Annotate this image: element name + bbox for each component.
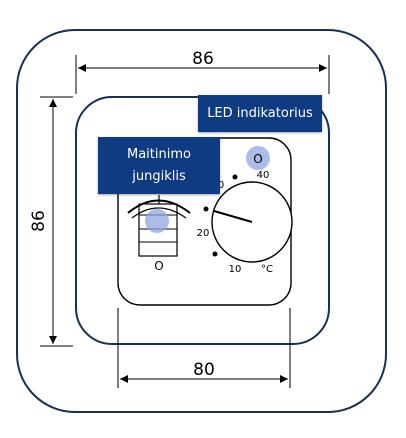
left-dimension: 86 — [29, 96, 73, 347]
temperature-knob[interactable] — [211, 181, 293, 263]
knob-pointer — [213, 210, 253, 223]
scale-label-top-left: 0 — [218, 180, 224, 191]
switch-off-mark: O — [154, 259, 163, 273]
scale-label-left: 20 — [197, 228, 210, 239]
outer-frame — [16, 29, 387, 413]
scale-dot — [232, 174, 238, 180]
led-indicator-label: LED indikatorius — [198, 95, 322, 132]
switch-highlight — [145, 209, 169, 233]
led-indicator: O — [246, 146, 270, 170]
led-mark: O — [253, 152, 262, 166]
top-dimension: 86 — [75, 49, 330, 94]
dial-scale: 0 40 20 10 °C — [197, 170, 273, 275]
dimension-left-text: 86 — [29, 210, 49, 232]
bottom-dimension: 80 — [117, 308, 291, 388]
switch-on-mark: I — [157, 193, 161, 207]
dimension-top-text: 86 — [192, 49, 214, 69]
scale-dot — [203, 206, 209, 212]
scale-label-top-right: 40 — [257, 170, 270, 181]
scale-unit: °C — [261, 264, 273, 275]
power-switch[interactable]: I O — [127, 193, 191, 273]
scale-dot — [212, 251, 218, 257]
led-indicator-label-text: LED indikatorius — [207, 106, 313, 121]
scale-label-bottom: 10 — [229, 264, 242, 275]
dimension-bottom-text: 80 — [193, 360, 215, 380]
led-highlight — [246, 146, 270, 170]
power-switch-label-text: Maitinimo jungiklis — [127, 146, 191, 184]
power-switch-label: Maitinimo jungiklis — [98, 137, 220, 194]
